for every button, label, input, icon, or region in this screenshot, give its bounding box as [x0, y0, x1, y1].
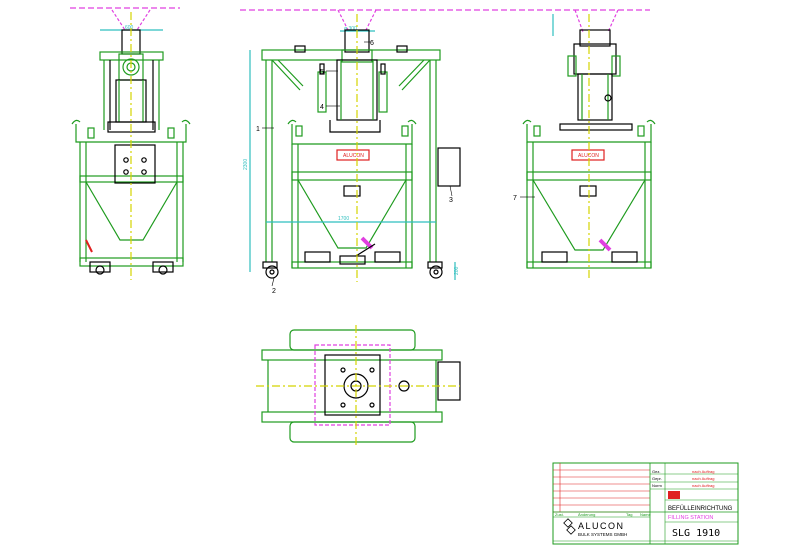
callout-1: 1	[256, 126, 260, 133]
row-value-2: nach Auftrag	[692, 476, 714, 481]
alucon-plate-side: ALUCON	[578, 153, 599, 159]
alucon-logo-mark-small	[668, 491, 680, 499]
dim-hopper-width: 1700	[338, 216, 349, 222]
dim-height: 2300	[243, 159, 249, 170]
side-view-left: 600	[70, 7, 191, 280]
alucon-plate-front: ALUCON	[343, 153, 364, 159]
row-label-gepr: Gepr.	[652, 476, 662, 481]
front-view: ø 300	[240, 9, 650, 295]
callout-5: 5	[320, 69, 324, 76]
callout-3: 3	[449, 197, 453, 204]
row-value-3: nach Auftrag	[692, 483, 714, 488]
callout-6: 6	[370, 40, 374, 47]
callout-2: 2	[272, 288, 276, 295]
rev-header-name: Name	[640, 512, 651, 517]
row-value-1: nach Auftrag	[692, 469, 714, 474]
drawing-title-en: FILLING STATION	[668, 515, 713, 521]
dim-wheel: 200	[454, 266, 460, 275]
rev-header-tag: Tag	[626, 512, 632, 517]
drawing-number: SLG 1910	[672, 528, 720, 539]
title-block: Zust. Änderung Tag Name Gez. Gepr. Norm …	[552, 462, 739, 545]
side-view-right: ALUCON 7	[513, 9, 656, 280]
callout-7: 7	[513, 195, 517, 202]
rev-header-aenderung: Änderung	[578, 512, 595, 517]
callout-4: 4	[320, 104, 324, 111]
company-name: ALUCON	[578, 521, 625, 531]
row-label-gez: Gez.	[652, 469, 660, 474]
top-view	[256, 325, 461, 446]
drawing-title-de: BEFÜLLEINRICHTUNG	[668, 505, 733, 512]
row-label-norm: Norm	[652, 483, 662, 488]
alucon-logo-icon	[563, 518, 576, 535]
dim-inlet: ø 300	[344, 26, 357, 32]
rev-header-zust: Zust.	[555, 512, 564, 517]
company-sub: BULK SYSTEMS GMBH	[578, 532, 627, 537]
dim-top-width: 600	[125, 25, 134, 31]
